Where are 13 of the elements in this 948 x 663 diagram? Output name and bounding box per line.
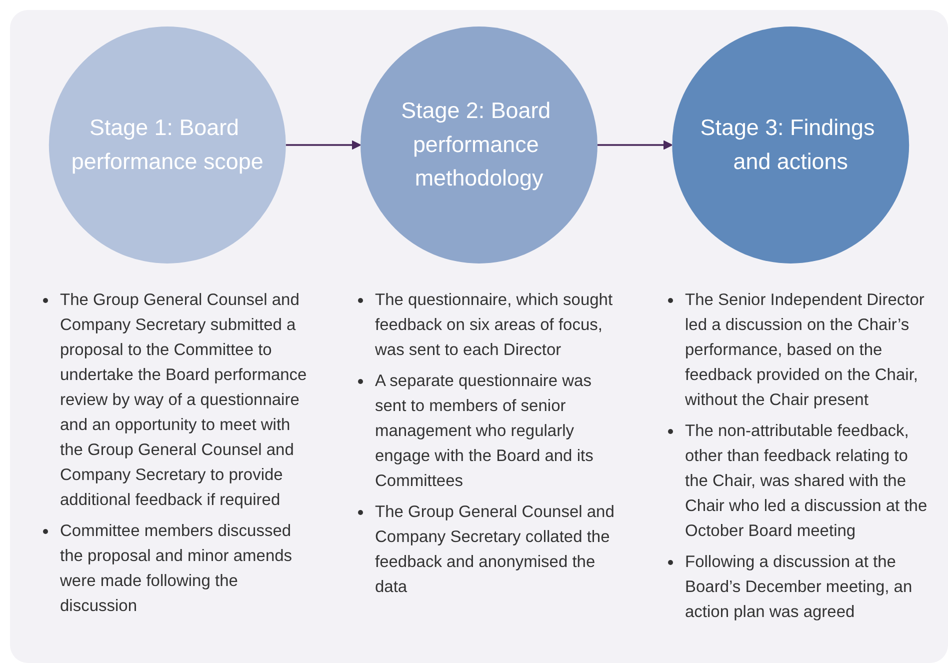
arrow — [286, 140, 361, 150]
bullet-text: Following a discussion at the Board’s December meeting, an action plan was agreed — [685, 552, 914, 623]
bullet-text: The Group General Counsel and Company Secretary collated the feedback and anonymised the data — [375, 502, 616, 598]
bullet-text: The Group General Counsel and Company Secretary submitted a proposal to the Committee to undertake the Board performance review by way of a questionnaire and an opportunity to meet with the Group General Counsel and Company Secretary to provide additional feedback if required — [60, 290, 308, 511]
node-circle: Stage 2: Board performance methodology — [360, 26, 598, 264]
arrow — [597, 140, 673, 150]
bullet-text: The non-attributable feedback, other than feedback relating to the Chair, was shared with the Chair who led a discussion at the October Board meeting — [685, 421, 928, 542]
node-circle: Stage 3: Findings and actions — [672, 26, 910, 264]
bullet-text: A separate questionnaire was sent to members of senior management who regularly engage with the Board and its Committees — [375, 371, 594, 492]
bullet-text: The Senior Independent Director led a discussion on the Chair’s performance, based on the feedback provided on the Chair, without the Chair present — [685, 290, 926, 411]
bullet-text: The questionnaire, which sought feedback on six areas of focus, was sent to each Director — [375, 290, 614, 361]
bullet-text: Committee members discussed the proposal and minor amends were made following the discussion — [60, 521, 294, 617]
node-circle: Stage 1: Board performance scope — [48, 26, 286, 264]
